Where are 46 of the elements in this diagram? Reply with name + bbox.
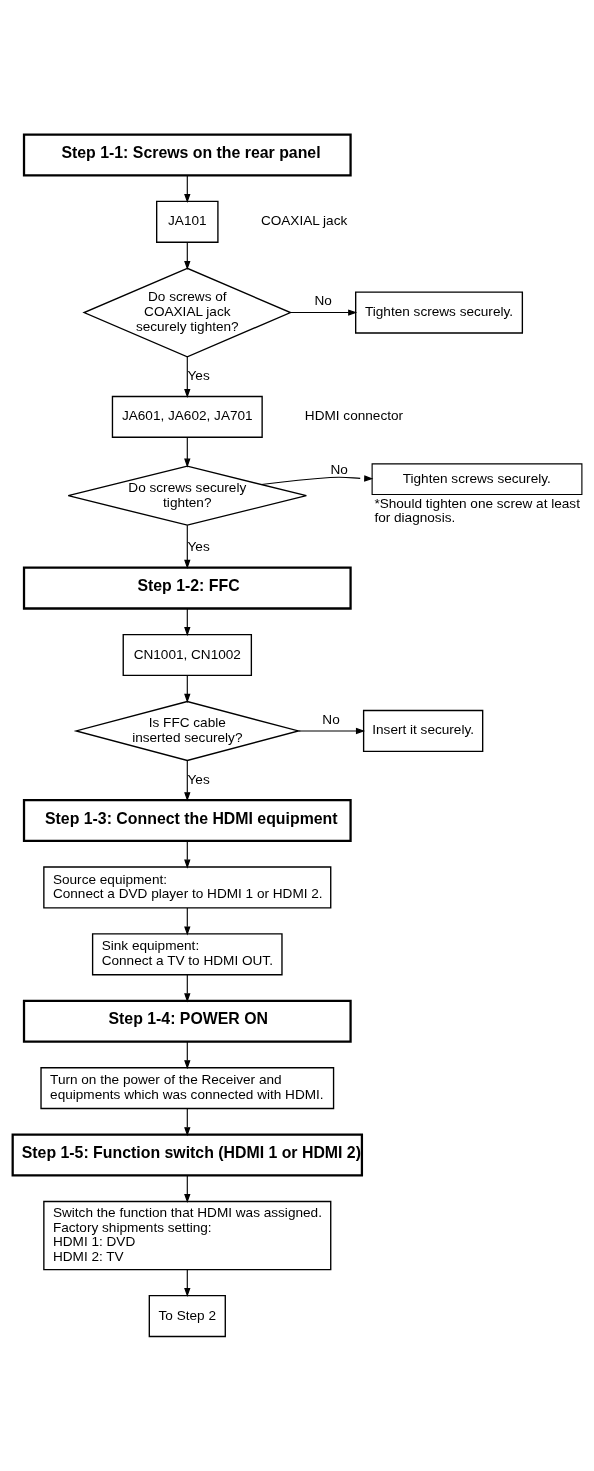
node-box: Sink equipment: Connect a TV to HDMI OUT. (91, 933, 283, 976)
arrow (184, 907, 191, 936)
edge-label: No (322, 711, 340, 727)
node-box: To Step 2 (148, 1294, 226, 1338)
arrow (184, 1108, 191, 1137)
node-box: CN1001, CN1002 (122, 633, 253, 677)
arrow (184, 974, 191, 1003)
arrow (184, 674, 191, 703)
arrow (184, 436, 191, 468)
arrow (298, 727, 365, 735)
node-diamond: Do screws securely tighten? (67, 465, 308, 526)
node-label: *Should tighten one screw at least for diagnosis. (374, 495, 580, 526)
arrow (184, 356, 191, 398)
arrow (184, 524, 191, 569)
arrow (184, 1269, 191, 1297)
arrow (184, 174, 191, 204)
arrow (184, 840, 191, 869)
node-box: Step 1-3: Connect the HDMI equipment (22, 799, 352, 843)
arrow (184, 242, 191, 270)
edge-label: No (314, 293, 332, 309)
arrow (184, 608, 191, 637)
node-label: HDMI connector (304, 408, 404, 424)
node-diamond: Do screws of COAXIAL jack securely tighten? (82, 267, 293, 358)
node-box: JA601, JA602, JA701 (111, 395, 263, 438)
node-box: Tighten screws securely. (371, 463, 583, 496)
node-box: Step 1-1: Screws on the rear panel (22, 133, 352, 177)
node-diamond: Is FFC cable inserted securely? (73, 700, 302, 762)
node-box: Insert it securely. (362, 709, 484, 753)
arrow (184, 1041, 191, 1070)
arrow (260, 475, 374, 486)
edge-label: Yes (187, 368, 210, 384)
node-box: Step 1-2: FFC (22, 566, 352, 610)
node-box: Switch the function that HDMI was assigned. Factory shipments setting: HDMI 1: DVD HDMI 2: TV (43, 1200, 332, 1271)
arrow (184, 1174, 191, 1203)
node-box: JA101 (156, 200, 219, 243)
node-box: Turn on the power of the Receiver and equipments which was connected with HDMI. (40, 1067, 335, 1110)
node-box: Source equipment: Connect a DVD player to HDMI 1 or HDMI 2. (43, 866, 332, 909)
node-box: Step 1-5: Function switch (HDMI 1 or HDMI 2) (11, 1133, 364, 1177)
edge-label: Yes (187, 771, 210, 787)
arrow (184, 760, 191, 802)
edge-label: No (330, 461, 348, 477)
arrow (290, 309, 358, 316)
node-label: COAXIAL jack (260, 213, 348, 229)
node-box: Step 1-4: POWER ON (22, 999, 352, 1043)
edge-label: Yes (187, 539, 210, 555)
node-box: Tighten screws securely. (355, 291, 524, 334)
